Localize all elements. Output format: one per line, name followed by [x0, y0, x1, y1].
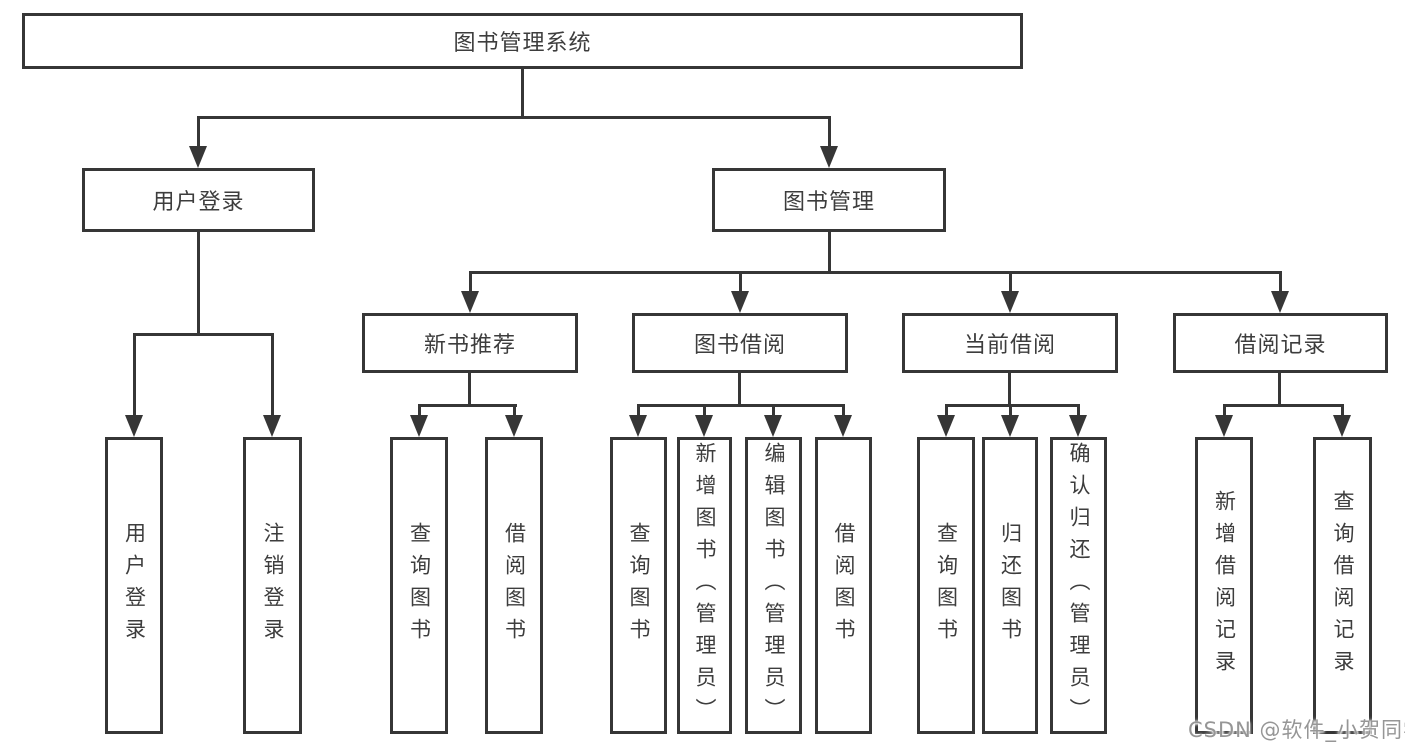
arrow-down-icon: [410, 415, 428, 437]
node-current-borrow-label: 当前借阅: [963, 333, 1056, 358]
connector-line: [469, 271, 1282, 274]
leaf-logout-label: 注销登录: [261, 521, 285, 650]
arrow-down-icon: [1069, 415, 1087, 437]
node-book-borrow-label: 图书借阅: [693, 333, 786, 358]
connector-line: [945, 404, 948, 417]
arrow-down-icon: [1271, 291, 1289, 313]
arrow-down-icon: [263, 415, 281, 437]
leaf-return-book: 归还图书: [982, 437, 1038, 734]
leaf-edit-book-admin-label: 编辑图书（管理员）: [762, 441, 786, 730]
connector-line: [469, 271, 472, 293]
connector-line: [133, 333, 136, 417]
connector-line: [418, 404, 421, 417]
leaf-query-book-2: 查询图书: [610, 437, 667, 734]
leaf-user-login: 用户登录: [105, 437, 163, 734]
leaf-query-book-3-label: 查询图书: [934, 521, 959, 650]
arrow-down-icon: [125, 415, 143, 437]
leaf-add-borrow-record-label: 新增借阅记录: [1212, 489, 1237, 682]
connector-line: [637, 404, 640, 417]
leaf-borrow-book-1: 借阅图书: [485, 437, 543, 734]
connector-line: [772, 404, 775, 417]
node-book-borrow: 图书借阅: [632, 313, 848, 373]
node-borrow-record: 借阅记录: [1173, 313, 1388, 373]
leaf-query-borrow-record-label: 查询借阅记录: [1331, 489, 1355, 682]
leaf-user-login-label: 用户登录: [122, 521, 147, 650]
node-root: 图书管理系统: [22, 13, 1023, 69]
connector-line: [945, 404, 1080, 407]
connector-line: [197, 232, 200, 336]
leaf-query-book-3: 查询图书: [917, 437, 975, 734]
leaf-query-book-1-label: 查询图书: [407, 521, 432, 650]
connector-line: [271, 333, 274, 417]
leaf-edit-book-admin: 编辑图书（管理员）: [745, 437, 802, 734]
node-user-login-label: 用户登录: [152, 190, 245, 215]
arrow-down-icon: [1333, 415, 1351, 437]
connector-line: [1223, 404, 1226, 417]
connector-line: [1009, 271, 1012, 293]
arrow-down-icon: [937, 415, 955, 437]
node-new-book-recommend-label: 新书推荐: [423, 333, 516, 358]
leaf-borrow-book-1-label: 借阅图书: [502, 521, 527, 650]
connector-line: [703, 404, 706, 417]
leaf-query-borrow-record: 查询借阅记录: [1313, 437, 1372, 734]
connector-line: [1009, 404, 1012, 417]
connector-line: [418, 404, 517, 407]
connector-line: [739, 271, 742, 293]
connector-line: [513, 404, 516, 417]
connector-line: [1341, 404, 1344, 417]
connector-line: [1077, 404, 1080, 417]
node-book-management-label: 图书管理: [782, 190, 875, 215]
arrow-down-icon: [695, 415, 713, 437]
arrow-down-icon: [629, 415, 647, 437]
csdn-watermark: CSDN @软件_小贺同学: [1188, 718, 1405, 742]
connector-line: [197, 116, 831, 119]
leaf-borrow-book-2: 借阅图书: [815, 437, 872, 734]
connector-line: [197, 116, 200, 148]
node-current-borrow: 当前借阅: [902, 313, 1118, 373]
leaf-confirm-return-admin-label: 确认归还（管理员）: [1067, 441, 1091, 730]
arrow-down-icon: [461, 291, 479, 313]
connector-line: [828, 116, 831, 148]
leaf-query-book-2-label: 查询图书: [627, 521, 651, 650]
connector-line: [738, 373, 741, 407]
node-book-management: 图书管理: [712, 168, 946, 232]
arrow-down-icon: [1001, 291, 1019, 313]
leaf-borrow-book-2-label: 借阅图书: [832, 521, 856, 650]
arrow-down-icon: [834, 415, 852, 437]
arrow-down-icon: [764, 415, 782, 437]
leaf-add-book-admin: 新增图书（管理员）: [677, 437, 732, 734]
connector-line: [1223, 404, 1344, 407]
arrow-down-icon: [1001, 415, 1019, 437]
connector-line: [1278, 373, 1281, 407]
leaf-confirm-return-admin: 确认归还（管理员）: [1050, 437, 1107, 734]
leaf-logout: 注销登录: [243, 437, 302, 734]
leaf-query-book-1: 查询图书: [390, 437, 448, 734]
connector-line: [828, 232, 831, 274]
node-new-book-recommend: 新书推荐: [362, 313, 578, 373]
connector-line: [637, 404, 845, 407]
leaf-add-borrow-record: 新增借阅记录: [1195, 437, 1253, 734]
arrow-down-icon: [731, 291, 749, 313]
leaf-return-book-label: 归还图书: [998, 521, 1023, 650]
arrow-down-icon: [1215, 415, 1233, 437]
arrow-down-icon: [189, 146, 207, 168]
node-root-label: 图书管理系统: [453, 31, 592, 56]
node-borrow-record-label: 借阅记录: [1234, 333, 1327, 358]
arrow-down-icon: [505, 415, 523, 437]
connector-line: [1279, 271, 1282, 293]
connector-line: [133, 333, 274, 336]
leaf-add-book-admin-label: 新增图书（管理员）: [693, 441, 717, 730]
node-user-login: 用户登录: [82, 168, 315, 232]
connector-line: [842, 404, 845, 417]
connector-line: [1008, 373, 1011, 407]
connector-line: [468, 373, 471, 407]
arrow-down-icon: [820, 146, 838, 168]
connector-line: [521, 69, 524, 119]
